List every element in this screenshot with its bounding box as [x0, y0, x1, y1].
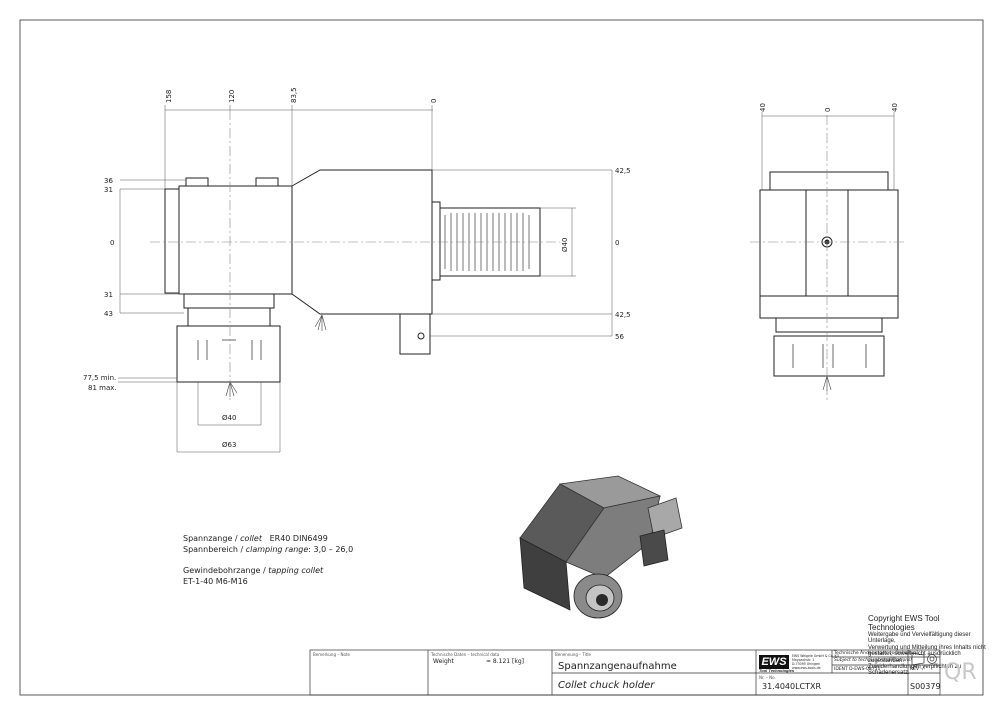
collet-nut	[176, 325, 281, 383]
note-tapping-collet: Gewindebohrzange / tapping collet	[183, 566, 323, 576]
dim-31-bottom: 31	[104, 291, 113, 299]
company-web: www.ews-tools.de	[792, 666, 821, 670]
dim-d63: Ø63	[222, 441, 236, 449]
nut-body	[187, 307, 271, 327]
copyright-line: Weitergabe und Vervielfältigung dieser U…	[868, 632, 971, 645]
company-name: EWS Weigele GmbH & Co. KG	[792, 654, 840, 658]
nut-collar	[183, 293, 275, 309]
front-dimension-lines	[118, 105, 613, 453]
dim-43: 43	[104, 310, 113, 318]
note-clamping-range: Spannbereich / clamping range: 3,0 – 26,…	[183, 545, 353, 555]
weight-label: Weight	[433, 658, 454, 665]
tapping-label: Gewindebohrzange /	[183, 566, 266, 575]
weight-value: ≈ 8.121 [kg]	[486, 658, 524, 665]
isometric-view	[519, 475, 683, 619]
tapping-label-en: tapping collet	[268, 566, 324, 575]
technical-data-label: Technische Daten – technical data	[431, 652, 500, 657]
changes-note-de: Technische Änderungen vorbehalten!	[834, 651, 919, 656]
qr-placeholder: QR	[944, 660, 977, 685]
dim-120: 120	[228, 90, 236, 103]
side-nut-collar	[775, 317, 883, 333]
side-top-plate	[769, 171, 889, 191]
projection-symbol	[911, 652, 937, 666]
coolant-key	[399, 313, 431, 355]
revision: REV -/-	[910, 667, 926, 672]
top-screw-right	[255, 177, 279, 187]
note-collet: Spannzange / collet ER40 DIN6499	[183, 534, 328, 544]
dim-158: 158	[165, 90, 173, 103]
copyright-line: Verwertung und Mitteilung ihres Inhalts …	[868, 644, 986, 651]
key-screw	[417, 332, 425, 340]
copyright-line: Zuwiderhandlungen verpflichten zu Schade…	[868, 664, 962, 677]
title-label: Benennung – Title	[555, 652, 591, 657]
number-label: Nr. – No.	[759, 675, 776, 680]
logo-subtitle: Tool Technologies	[759, 668, 795, 673]
drawing-title-en: Collet chuck holder	[558, 680, 655, 691]
changes-note-en: Subject to technical modifications!	[834, 658, 913, 663]
collet-label-en: collet	[240, 534, 262, 543]
side-dim-zero: 0	[824, 108, 832, 112]
ident-number: IDENT D-EWS-08751	[834, 667, 881, 672]
dim-56: 56	[615, 333, 624, 341]
copyright-title: Copyright EWS Tool Technologies	[868, 614, 940, 632]
shank-collar	[431, 201, 441, 281]
dim-left-zero: 0	[110, 239, 114, 247]
collet-value: ER40 DIN6499	[269, 534, 328, 543]
dim-31-top: 31	[104, 186, 113, 194]
sheet-number: S00379	[910, 682, 941, 691]
left-flange	[164, 188, 180, 294]
part-number: 31.4040LCTXR	[762, 682, 822, 691]
side-dim-left-40: 40	[759, 103, 767, 112]
side-dimension-lines	[761, 112, 895, 190]
copyright-block: Copyright EWS Tool Technologies Weiterga…	[868, 614, 988, 677]
dim-right-zero: 0	[615, 239, 619, 247]
side-collet-nut	[773, 335, 885, 377]
dim-d40: Ø40	[222, 414, 236, 422]
dim-42-5-bottom: 42,5	[615, 311, 631, 319]
dim-77-5-min: 77,5 min.	[83, 374, 116, 382]
range-value: : 3,0 – 26,0	[308, 545, 354, 554]
top-screw-left	[185, 177, 209, 187]
range-label-en: clamping range	[245, 545, 309, 554]
dim-top-zero: 0	[430, 99, 438, 103]
title-block-frame	[309, 649, 941, 696]
company-address: EWS Weigele GmbH & Co. KG Maybachstr. 1 …	[792, 654, 839, 670]
remark-label: Bemerkung – Note	[313, 652, 351, 657]
dim-83-5: 83,5	[290, 87, 298, 103]
ews-logo: EWS	[759, 655, 789, 669]
dim-42-5-top: 42,5	[615, 167, 631, 175]
dim-36: 36	[104, 177, 113, 185]
range-label: Spannbereich /	[183, 545, 244, 554]
company-city: D-73095 Uhingen	[792, 662, 821, 666]
dim-81-max: 81 max.	[88, 384, 117, 392]
collet-label: Spannzange /	[183, 534, 238, 543]
front-view	[150, 110, 560, 400]
note-tapping-value: ET-1-40 M6-M16	[183, 577, 248, 586]
copyright-line: gestattet, soweit nicht ausdrücklich zug…	[868, 651, 961, 664]
side-flange	[759, 295, 899, 319]
body-block	[178, 185, 293, 295]
company-street: Maybachstr. 1	[792, 658, 815, 662]
drawing-title-de: Spannzangenaufnahme	[558, 661, 677, 672]
side-dim-right-40: 40	[891, 103, 899, 112]
dim-shank-diameter: Ø40	[561, 238, 569, 252]
sheet-border	[19, 19, 984, 696]
side-view	[750, 115, 905, 400]
